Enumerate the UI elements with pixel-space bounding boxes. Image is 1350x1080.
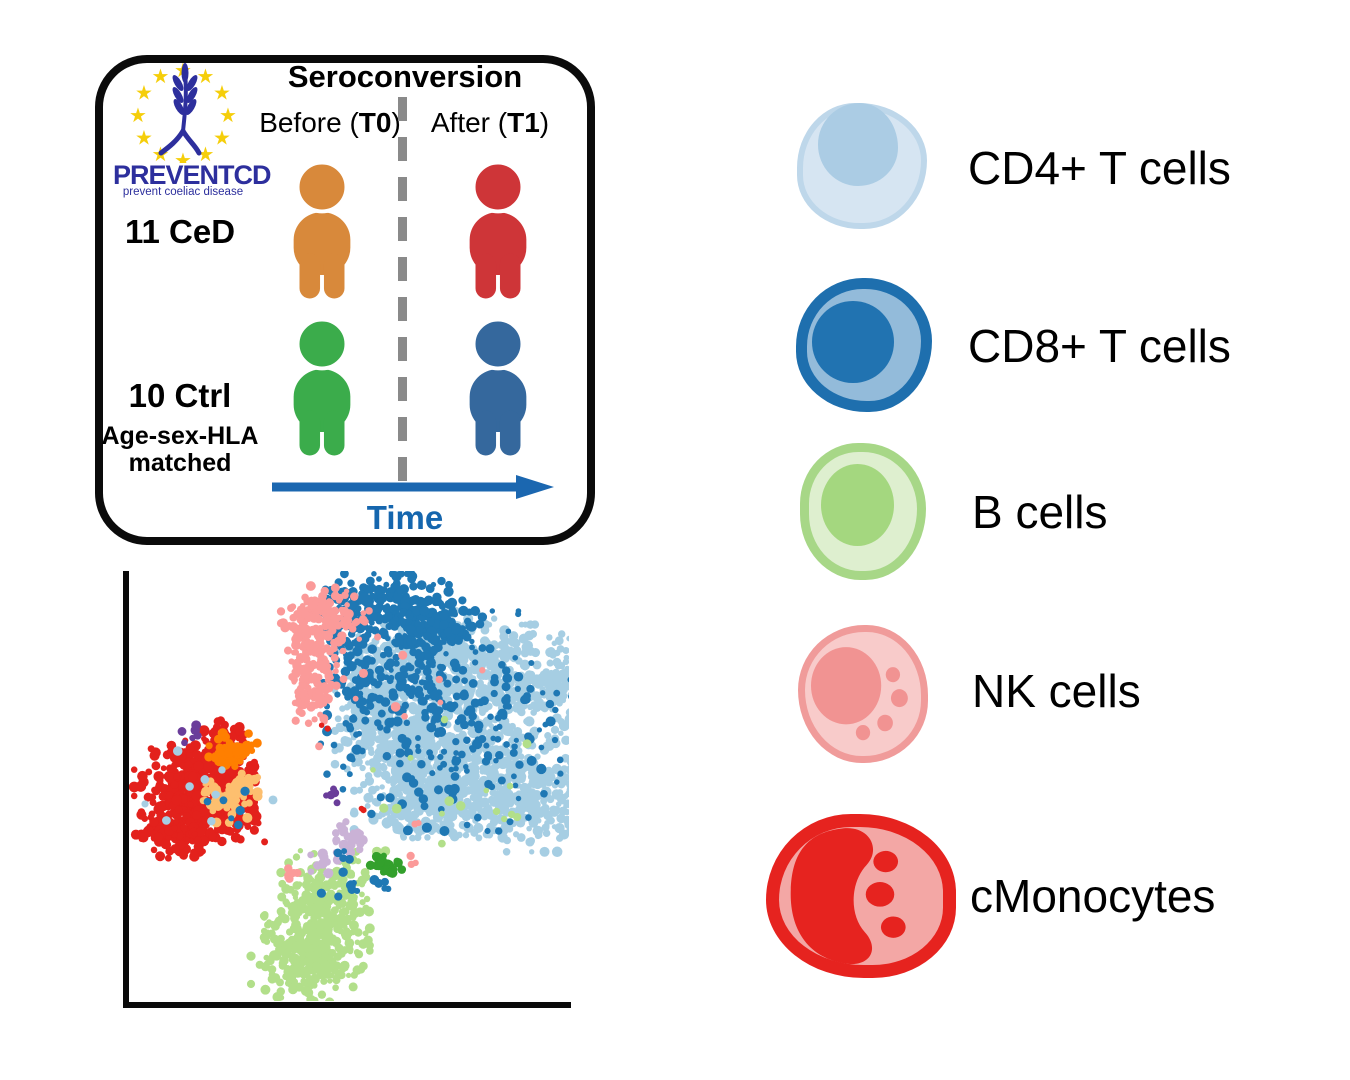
legend-label-cmonocytes: cMonocytes [970,870,1216,922]
star-icon: ★ [129,103,147,127]
t1-text: T1 [507,107,540,138]
group-ced-label: 11 CeD [124,213,236,250]
star-icon: ★ [135,126,153,150]
star-icon: ★ [197,142,215,163]
cd8-cell-icon [796,278,932,412]
time-label: Time [366,499,444,536]
seroconversion-title: Seroconversion [287,59,523,94]
timepoint-divider-dashed-line [398,97,407,482]
wheat-icon [158,63,202,156]
preventcd-logo: ★★ ★★ ★★ ★★ ★★ ★★ [129,63,237,163]
legend-label-cd4: CD4+ T cells [968,142,1231,194]
star-icon: ★ [197,64,215,88]
before-close: ) [391,107,401,138]
preventcd-wordmark: PREVENTCD [113,160,272,190]
star-icon: ★ [213,81,231,105]
legend-label-bcells: B cells [972,486,1108,538]
before-text: Before ( [259,107,359,138]
nk-cell-detail [811,647,908,741]
eu-stars: ★★ ★★ ★★ ★★ ★★ ★★ [129,63,237,163]
b-cell-icon [800,443,926,580]
umap-axes [123,571,571,1008]
person-icon-ced-before [293,160,351,299]
after-t1-label: After (T1) [405,107,575,139]
group-ctrl-sub1: Age-sex-HLA [101,422,259,450]
cmonocyte-nucleus [790,828,906,965]
group-ctrl-label: 10 Ctrl [128,377,232,414]
star-icon: ★ [174,148,192,163]
legend-label-nk: NK cells [972,665,1141,717]
person-icon-ctrl-after [469,317,527,456]
star-icon: ★ [135,81,153,105]
after-text: After ( [430,107,508,138]
star-icon: ★ [219,103,237,127]
person-icon-ced-after [469,160,527,299]
star-icon: ★ [213,126,231,150]
after-close: ) [539,107,550,138]
cd4-cell-icon [797,103,927,229]
nk-cell-icon [798,625,928,763]
umap-scatter-plot [129,571,569,1001]
before-t0-label: Before (T0) [245,107,415,139]
time-arrow-icon [272,475,554,499]
cmonocyte-cell-icon [766,814,956,978]
t0-text: T0 [358,107,392,138]
group-ctrl-sub2: matched [128,449,232,477]
star-icon: ★ [152,64,170,88]
preventcd-tagline: prevent coeliac disease [122,186,244,198]
person-icon-ctrl-before [293,317,351,456]
legend-label-cd8: CD8+ T cells [968,320,1231,372]
